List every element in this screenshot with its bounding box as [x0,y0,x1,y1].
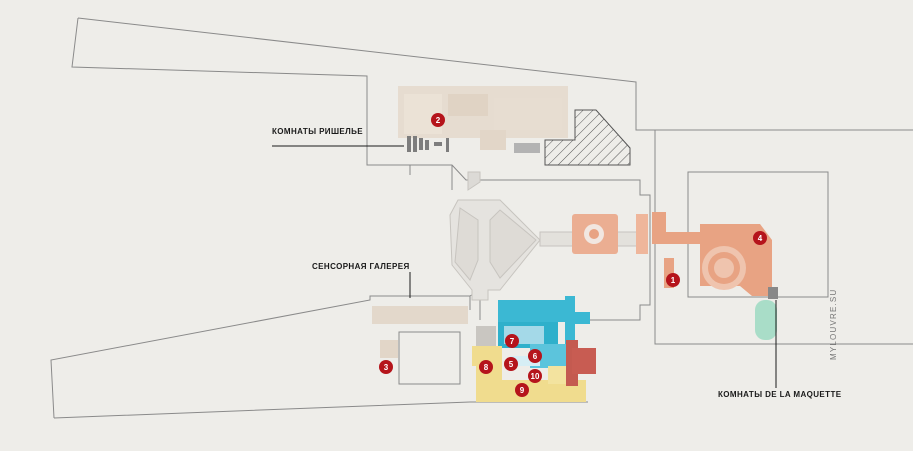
svg-text:5: 5 [509,360,514,369]
maquette-room-icon [768,287,778,299]
marker-9[interactable]: 9 [515,383,529,397]
marker-5[interactable]: 5 [504,357,518,371]
svg-text:6: 6 [533,352,538,361]
label-richelieu-rooms: КОМНАТЫ РИШЕЛЬЕ [272,127,364,136]
marker-7[interactable]: 7 [505,334,519,348]
svg-text:3: 3 [384,363,389,372]
svg-text:7: 7 [510,337,515,346]
svg-text:8: 8 [484,363,489,372]
marker-6[interactable]: 6 [528,349,542,363]
east-rooms [572,212,772,296]
marker-10[interactable]: 10 [528,369,542,383]
richelieu-small-rooms [407,136,540,153]
teal-rooms [498,296,590,368]
svg-text:10: 10 [531,372,540,381]
svg-text:4: 4 [758,234,763,243]
sensory-gallery-rooms [372,306,496,358]
hatched-zone [544,109,631,166]
label-sensory-gallery: СЕНСОРНАЯ ГАЛЕРЕЯ [312,262,410,271]
marker-4[interactable]: 4 [753,231,767,245]
yellow-rooms [472,346,586,402]
svg-text:9: 9 [520,386,525,395]
svg-text:1: 1 [671,276,676,285]
richelieu-rooms [398,86,568,150]
marker-3[interactable]: 3 [379,360,393,374]
label-maquette-rooms: КОМНАТЫ DE LA MAQUETTE [718,390,842,399]
building-outline [50,17,913,419]
marker-8[interactable]: 8 [479,360,493,374]
svg-text:2: 2 [436,116,441,125]
numbered-markers: 1 2 3 4 5 6 7 8 9 10 [379,113,767,397]
pointer-lines [272,145,777,388]
central-cross [449,171,641,301]
mint-corridor [755,300,777,340]
marker-2[interactable]: 2 [431,113,445,127]
red-rooms [566,340,596,386]
site-watermark: MYLOUVRE.SU [829,288,838,360]
marker-1[interactable]: 1 [666,273,680,287]
